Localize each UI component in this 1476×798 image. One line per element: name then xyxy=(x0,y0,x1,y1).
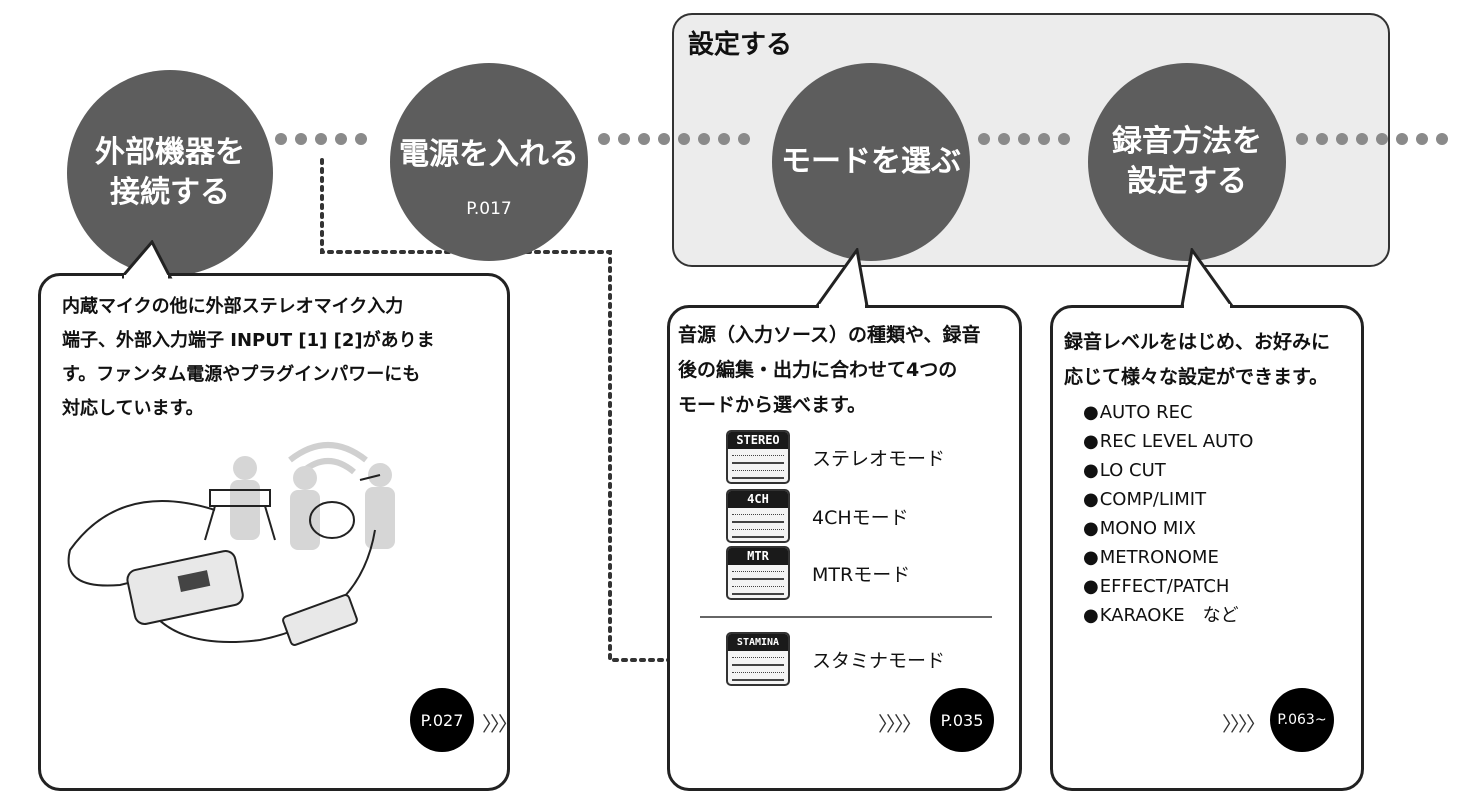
page-badge-035[interactable]: P.035 xyxy=(930,688,994,752)
mode-mtr: MTR MTRモード xyxy=(726,546,910,600)
step-select-mode: モードを選ぶ xyxy=(772,63,970,261)
mode-label: スタミナモード xyxy=(812,649,946,672)
callout-pointer xyxy=(122,240,173,280)
feature-item: METRONOME xyxy=(1083,543,1253,572)
step-connect-devices: 外部機器を 接続する xyxy=(67,70,273,276)
mode-label: 4CHモード xyxy=(812,506,909,529)
callout-pointer xyxy=(815,248,869,308)
step-label: 外部機器を 接続する xyxy=(95,135,245,210)
dots-1 xyxy=(275,133,367,145)
step-label: モードを選ぶ xyxy=(781,144,961,179)
page-arrows: 〉〉〉 xyxy=(482,712,518,736)
feature-item: KARAOKE など xyxy=(1083,601,1253,630)
feature-item: MONO MIX xyxy=(1083,514,1253,543)
step-power-on: 電源を入れる P.017 xyxy=(390,63,588,261)
mode-4ch: 4CH 4CHモード xyxy=(726,489,909,543)
page-arrows: 〉〉〉〉 xyxy=(1222,712,1266,736)
callout-recording-text: 録音レベルをはじめ、お好みに 応じて様々な設定ができます。 xyxy=(1064,331,1331,388)
feature-list: AUTO REC REC LEVEL AUTO LO CUT COMP/LIMI… xyxy=(1083,398,1254,630)
feature-item: AUTO REC xyxy=(1083,398,1253,427)
page-badge-027[interactable]: P.027 xyxy=(410,688,474,752)
page-badge-063[interactable]: P.063~ xyxy=(1270,688,1334,752)
recorder-setup-illustration xyxy=(67,442,395,646)
feature-item: REC LEVEL AUTO xyxy=(1083,427,1254,456)
dots-4 xyxy=(1296,133,1448,145)
stereo-mode-icon: STEREO xyxy=(726,430,790,484)
dots-2 xyxy=(598,133,750,145)
settings-group-title: 設定する xyxy=(688,30,793,60)
step-page-ref: P.017 xyxy=(466,199,512,219)
callout-mode-text: 音源（入力ソース）の種類や、録音 後の編集・出力に合わせて4つの モードから選べ… xyxy=(678,324,981,416)
callout-connect-text: 内蔵マイクの他に外部ステレオマイク入力 端子、外部入力端子 INPUT [1] … xyxy=(62,296,435,419)
step-set-recording: 録音方法を 設定する xyxy=(1088,63,1286,261)
page-arrows: 〉〉〉〉 xyxy=(878,712,922,736)
mode-divider xyxy=(700,616,992,618)
feature-item: COMP/LIMIT xyxy=(1083,485,1253,514)
mode-label: MTRモード xyxy=(812,563,911,586)
dots-3 xyxy=(978,133,1070,145)
stamina-mode-icon: STAMINA xyxy=(726,632,790,686)
callout-pointer xyxy=(1180,248,1235,308)
callout-connect xyxy=(38,273,510,791)
mtr-mode-icon: MTR xyxy=(726,546,790,600)
feature-item: LO CUT xyxy=(1083,456,1253,485)
feature-item: EFFECT/PATCH xyxy=(1083,572,1253,601)
mode-label: ステレオモード xyxy=(812,447,946,470)
mode-stamina: STAMINA スタミナモード xyxy=(726,632,945,686)
mode-stereo: STEREO ステレオモード xyxy=(726,430,945,484)
step-label: 録音方法を 設定する xyxy=(1112,124,1262,199)
step-label: 電源を入れる xyxy=(399,137,579,172)
4ch-mode-icon: 4CH xyxy=(726,489,790,543)
